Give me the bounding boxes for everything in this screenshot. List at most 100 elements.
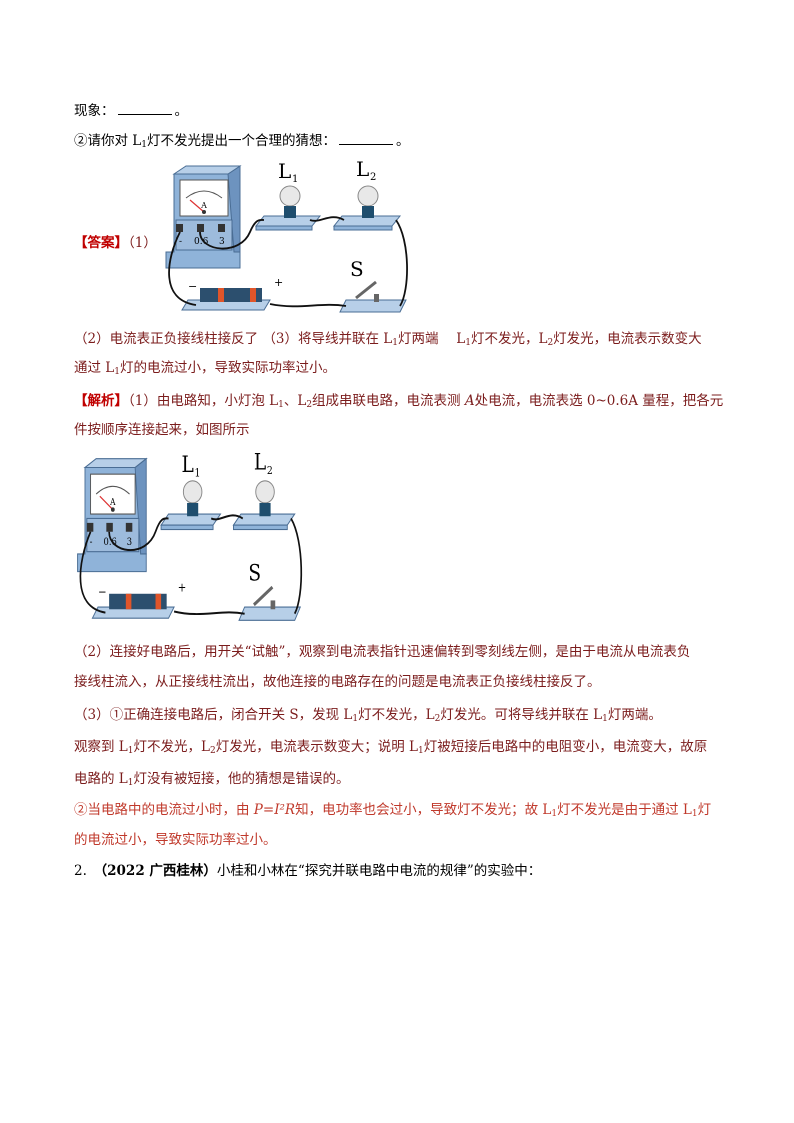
text-segment: 灯发光。可将导线并联在 L [440,707,603,723]
l2-sub: 2 [370,172,376,183]
l1-label: L [278,160,291,183]
subscript: 1 [352,714,359,724]
circuit-diagram-analysis: A - 0.6 3 L 1 L 2 − + S [77,452,303,621]
text-segment: 现象： [74,103,115,119]
ammeter: A - 0.6 3 [77,457,148,573]
terminal-3-label: 3 [219,237,225,247]
text-line: ②请你对 L1灯不发光提出一个合理的猜想：。 [74,131,410,155]
text-segment: 灯不发光提出一个合理的猜想： [147,133,336,149]
formula: P=I²R [253,802,296,818]
l2-label: L [254,452,267,475]
ammeter: A - 0.6 3 [165,165,242,269]
subscript: 2 [434,714,441,724]
text-line: 2. （2022 广西桂林）小桂和小林在“探究并联电路中电流的规律”的实验中： [74,861,541,881]
text-line: 【解析】（1）由电路知，小灯泡 L1、L2组成串联电路，电流表测 A处电流，电流… [74,391,723,415]
l1-label: L [182,452,195,477]
text-line: （3）①正确连接电路后，闭合开关 S，发现 L1灯不发光，L2灯发光。可将导线并… [74,705,662,729]
text-line: 件按顺序连接起来，如图所示 [74,420,250,440]
bulb-l2: L 2 [332,160,402,231]
text-segment: （3）①正确连接电路后，闭合开关 S，发现 L [74,707,353,723]
subscript: 2 [209,746,216,756]
text-segment: 组成串联电路，电流表测 [312,393,465,409]
switch-label: S [248,560,261,586]
text-segment: 处电流，电流表选 0~0.6A 量程，把各元 [474,393,724,409]
text-line: ②当电路中的电流过小时，由 P=I²R知，电功率也会过小，导致灯不发光；故 L1… [74,800,711,824]
text-segment: 知，电功率也会过小，导致灯不发光；故 L [295,802,552,818]
subscript: 1 [278,400,284,410]
battery-negative-label: − [188,280,197,293]
text-segment: 接线柱流入，从正接线柱流出，故他连接的电路存在的问题是电流表正负接线柱接反了。 [74,674,601,690]
bulb-l2: L 2 [232,452,296,531]
formula: A [464,393,475,409]
l2-label: L [356,160,369,181]
text-segment: 、L [283,393,307,409]
subscript: 1 [551,809,558,819]
text-segment: 灯被短接后电路中的电阻变小，电流变大，故原 [423,739,708,755]
meter-symbol: A [109,496,115,507]
subscript: 1 [127,778,134,788]
text-segment: （2）连接好电路后，用开关“试触”，观察到电流表指针迅速偏转到零刻线左侧，是由于… [74,644,691,660]
answer-blank [339,132,393,145]
text-line: 通过 L1灯的电流过小，导致实际功率过小。 [74,358,336,382]
source-label: （2022 广西桂林） [100,863,217,879]
battery: − + [91,581,187,619]
subscript: 1 [127,746,134,756]
text-segment: 灯不发光，L [133,739,210,755]
text-segment: 小桂和小林在“探究并联电路中电流的规律”的实验中： [216,863,542,879]
text-segment: （2）电流表正负接线柱接反了 （3）将导线并联在 L [74,331,393,347]
terminal-negative-label: - [90,536,93,548]
bulb-l1: L 1 [160,452,222,531]
text-segment: 灯发光，电流表示数变大 [553,331,702,347]
subscript: 1 [602,714,608,724]
text-segment: 通过 L [74,360,115,376]
text-segment: 件按顺序连接起来，如图所示 [74,422,250,438]
text-segment: 。 [174,103,189,119]
text-segment: 电路的 L [74,771,128,787]
terminal-06-label: 0.6 [194,237,209,247]
text-segment: 灯不发光是由于通过 L [557,802,692,818]
text-segment: 灯两端。 [607,707,662,723]
subscript: 1 [114,367,120,377]
bulb-l1: L 1 [254,160,322,231]
text-segment: 灯没有被短接，他的猜想是错误的。 [133,771,350,787]
terminal-negative-label: - [179,237,182,247]
text-segment: ②请你对 L [74,133,142,149]
text-segment: 的电流过小，导致实际功率过小。 [74,832,277,848]
battery: − + [181,276,283,311]
switch: S [238,560,302,621]
wires [168,216,408,308]
text-line: 【答案】（1） [74,233,157,253]
switch-label: S [350,257,364,281]
text-segment: 2. [74,863,101,879]
meter-symbol: A [200,201,207,210]
subscript: 1 [417,746,424,756]
subscript: 1 [691,809,698,819]
answer-blank [117,102,172,115]
section-tag: 【解析】 [74,393,128,409]
text-segment: 灯不发光，L [358,707,435,723]
text-segment: （1） [128,235,157,251]
l1-sub: 1 [292,174,298,185]
text-line: 现象： 。 [74,101,188,121]
battery-positive-label: + [178,581,187,595]
switch: S [339,257,407,313]
text-line: 的电流过小，导致实际功率过小。 [74,830,277,850]
subscript: 2 [306,400,313,410]
text-segment: 灯不发光，L [470,331,548,347]
text-line: 观察到 L1灯不发光，L2灯发光，电流表示数变大；说明 L1灯被短接后电路中的电… [74,737,707,761]
section-tag: 【答案】 [74,235,128,251]
battery-negative-label: − [98,585,107,599]
terminal-06-label: 0.6 [104,536,117,548]
text-segment: 灯的电流过小，导致实际功率过小。 [120,360,336,376]
l1-sub: 1 [194,468,200,480]
text-segment: ②当电路中的电流过小时，由 [74,802,254,818]
text-segment: 灯发光，电流表示数变大；说明 L [215,739,418,755]
text-line: （2）连接好电路后，用开关“试触”，观察到电流表指针迅速偏转到零刻线左侧，是由于… [74,642,690,662]
circuit-diagram-answer: A - 0.6 3 L 1 L 2 − + S [165,160,408,313]
wires [79,514,303,616]
subscript: 2 [547,338,554,348]
subscript: 1 [392,338,398,348]
text-segment: 灯 [697,802,712,818]
text-segment: 灯两端 L [397,331,466,347]
